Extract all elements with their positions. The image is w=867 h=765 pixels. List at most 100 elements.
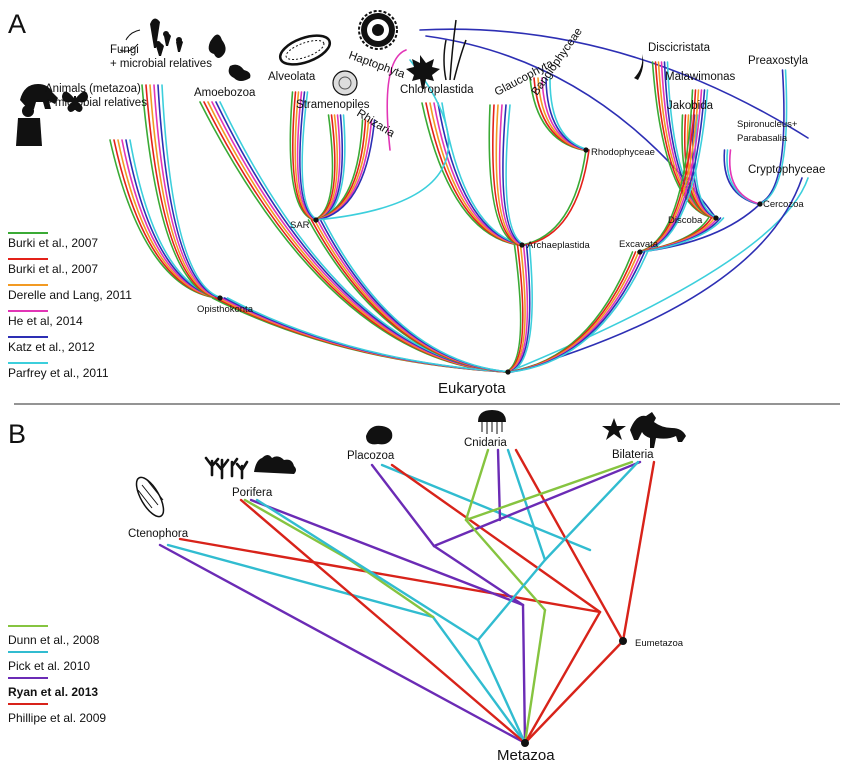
edge-a-114	[386, 49, 407, 151]
node-dot-a-0	[217, 295, 223, 301]
clade-animals-2: + microbial relatives	[45, 97, 147, 109]
clade-fungi: Fungi	[110, 44, 139, 56]
clade-parabasalia: Parabasalia	[737, 133, 788, 144]
edge-a-81	[757, 69, 788, 205]
root-metazoa: Metazoa	[497, 747, 555, 764]
clade-jakobida: Jakobida	[667, 100, 714, 112]
node-dot-a-5	[713, 215, 719, 221]
edge-a-44	[498, 104, 524, 246]
panel-a-tree-edges	[109, 28, 809, 373]
edge-a-94	[226, 297, 512, 373]
legend-b-label-1: Dunn et al., 2008	[8, 633, 100, 647]
edge-a-80	[756, 69, 785, 205]
placozoan-icon	[366, 425, 393, 445]
panel-b-tree-edges	[158, 448, 656, 745]
edge-a-79	[728, 149, 761, 205]
node-opisthokonta: Opisthokonta	[197, 304, 254, 315]
edge-a-45	[502, 104, 525, 246]
node-eumetazoa-dot	[619, 637, 627, 645]
paramecium-icon	[278, 34, 332, 66]
node-cercozoa: Cercozoa	[763, 199, 804, 210]
edge-a-72	[637, 89, 697, 253]
edge-b-21	[521, 603, 527, 745]
node-dot-a-1	[313, 217, 319, 223]
butterfly-icon	[62, 91, 88, 112]
edge-a-58	[511, 177, 803, 373]
node-dot-a-6	[757, 201, 763, 207]
grass-icon	[443, 19, 467, 81]
legend-b-label-2: Pick et al. 2010	[8, 659, 90, 673]
jellyfish-icon	[478, 410, 506, 434]
clade-haptophyta: Haptophyta	[347, 50, 407, 82]
edge-b-23	[523, 608, 547, 745]
edge-a-105	[508, 244, 531, 373]
edge-b-17	[464, 460, 634, 522]
edge-a-10	[157, 84, 223, 299]
edge-a-43	[495, 104, 523, 246]
edge-b-15	[514, 448, 625, 643]
legend-a-label-6: Parfrey et al., 2011	[8, 366, 109, 380]
edge-a-76	[641, 89, 709, 253]
diatom-icon	[332, 70, 358, 96]
edge-a-100	[322, 219, 512, 373]
amoeba-icon	[208, 34, 251, 81]
panel-b-legend: Dunn et al., 2008 Pick et al. 2010 Ryan …	[8, 625, 106, 725]
edge-b-12	[464, 448, 490, 522]
clade-alveolata: Alveolata	[268, 71, 316, 83]
edge-a-14	[207, 101, 509, 373]
legend-b-label-4: Phillipe et al. 2009	[8, 711, 106, 725]
clade-cryptophyceae: Cryptophyceae	[748, 164, 825, 176]
edge-a-41	[488, 104, 520, 246]
edge-a-103	[506, 244, 526, 373]
edge-b-22	[464, 518, 547, 612]
panel-b-letter: B	[8, 419, 26, 449]
coral-icon	[204, 456, 249, 480]
edge-a-53	[521, 149, 587, 246]
clade-cnidaria: Cnidaria	[464, 437, 507, 449]
node-dot-a-7	[505, 369, 511, 375]
edge-a-50	[541, 77, 588, 151]
edge-b-1	[166, 543, 435, 619]
clade-porifera: Porifera	[232, 487, 273, 499]
edge-b-26	[523, 610, 602, 745]
sponge-icon	[254, 455, 296, 474]
human-icon	[16, 105, 42, 146]
node-dot-a-2	[519, 242, 525, 248]
edge-b-11	[390, 463, 602, 614]
edge-a-7	[145, 84, 219, 299]
clade-malawimonas: Malawimonas	[665, 71, 736, 83]
edge-b-7	[239, 498, 527, 745]
edge-a-9	[153, 84, 222, 299]
edge-a-42	[492, 104, 521, 246]
edge-a-113	[315, 59, 450, 221]
node-archaeplastida: Archaeplastida	[527, 240, 591, 251]
edge-a-88	[641, 217, 725, 253]
edge-a-34	[316, 119, 376, 221]
legend-a-label-5: Katz et al., 2012	[8, 340, 95, 354]
dog-icon	[630, 412, 686, 448]
legend-a-label-3: Derelle and Lang, 2011	[8, 288, 132, 302]
clade-placozoa: Placozoa	[347, 450, 395, 462]
node-metazoa-dot	[521, 739, 529, 747]
node-dot-a-3	[583, 147, 589, 153]
edge-b-25	[476, 638, 527, 745]
clade-amoebozoa: Amoebozoa	[194, 87, 256, 99]
node-sar: SAR	[290, 220, 310, 231]
legend-b-label-3: Ryan et al. 2013	[8, 685, 98, 699]
edge-b-9	[370, 463, 436, 548]
edge-b-8	[255, 498, 480, 642]
edge-a-101	[504, 244, 522, 373]
edge-b-16	[432, 460, 642, 548]
panel-a-letter: A	[8, 9, 26, 39]
edge-b-27	[523, 639, 625, 745]
edge-a-13	[203, 101, 507, 373]
clade-chloroplastida: Chloroplastida	[400, 84, 474, 96]
panel-a-legend: Burki et al., 2007 Burki et al., 2007 De…	[8, 232, 132, 380]
edge-b-3	[178, 537, 602, 614]
edge-a-102	[505, 244, 524, 373]
gorilla-icon	[20, 84, 58, 109]
clade-spironucleus: Spironucleus+	[737, 119, 798, 130]
node-excavata: Excavata	[619, 239, 659, 250]
legend-a-label-2: Burki et al., 2007	[8, 262, 98, 276]
